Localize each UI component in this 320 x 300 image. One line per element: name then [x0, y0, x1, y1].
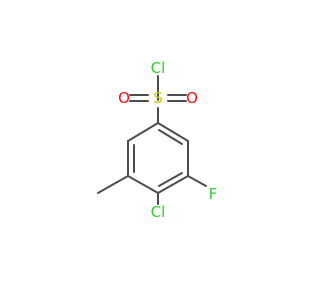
ring-bond-c1-c2 — [157, 122, 189, 142]
atom-o-left: O — [118, 89, 130, 107]
ring-inner-bond-c1-c2 — [158, 129, 183, 145]
ring-inner-bond-c3-c4 — [158, 172, 183, 187]
ring-bond-c3-c4 — [157, 175, 189, 194]
atom-f: F — [209, 185, 218, 203]
atom-cl-top: Cl — [151, 59, 166, 77]
atom-cl-bottom: Cl — [151, 203, 166, 221]
atom-o-right: O — [186, 89, 198, 107]
bond-c3-f — [187, 175, 207, 187]
ring-bond-c6-c1 — [127, 122, 159, 142]
molecule-structure: Cl O S O F Cl — [97, 59, 218, 221]
ring-bond-c4-c5 — [127, 175, 159, 194]
bond-c5-methyl — [97, 175, 129, 194]
atom-s: S — [153, 89, 163, 107]
